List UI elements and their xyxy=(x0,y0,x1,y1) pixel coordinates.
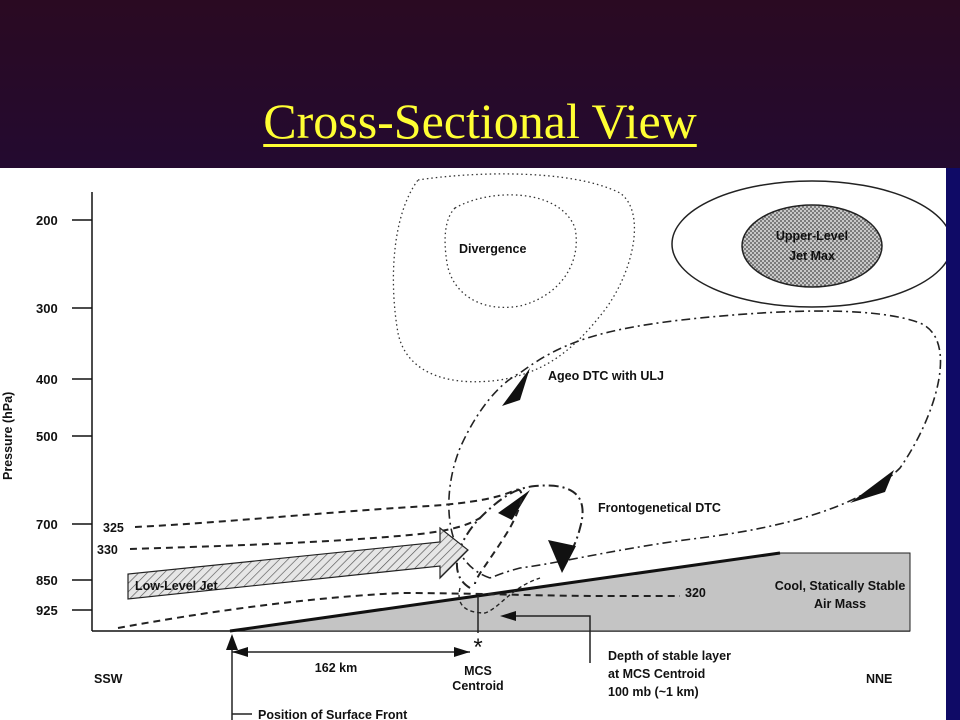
distance-arrow-right xyxy=(454,647,470,657)
divergence-label: Divergence xyxy=(459,242,526,256)
depth-arrow xyxy=(500,611,516,621)
depth-label-1: Depth of stable layer xyxy=(608,649,731,663)
ageo-arrow-up xyxy=(502,368,530,406)
cross-section-figure: 200 300 400 500 700 850 925 Pressure (hP… xyxy=(0,168,946,720)
upper-jet-label-2: Jet Max xyxy=(789,249,835,263)
distance-label: 162 km xyxy=(315,661,357,675)
fronto-arrow-up xyxy=(498,490,530,520)
cool-air-label-1: Cool, Statically Stable xyxy=(775,579,906,593)
isentrope-330 xyxy=(129,517,481,550)
cool-air-label-2: Air Mass xyxy=(814,597,866,611)
mcs-label-1: MCS xyxy=(464,664,492,678)
tick-500: 500 xyxy=(36,429,58,444)
slide-title: Cross-Sectional View xyxy=(263,93,697,149)
y-axis-label: Pressure (hPa) xyxy=(1,392,15,480)
frontal-surface xyxy=(229,551,781,633)
ageo-arrow-down xyxy=(850,470,894,503)
tick-300: 300 xyxy=(36,301,58,316)
fronto-arrow-down xyxy=(548,540,576,573)
isentrope-325 xyxy=(134,488,523,585)
nne-label: NNE xyxy=(866,672,892,686)
isentrope-325-label: 325 xyxy=(103,521,124,535)
isentrope-330-label: 330 xyxy=(97,543,118,557)
frontogenetical-dtc-loop xyxy=(455,484,584,589)
depth-pointer xyxy=(510,615,591,663)
ssw-label: SSW xyxy=(94,672,123,686)
low-level-jet-arrow xyxy=(127,526,469,600)
centroid-asterisk-icon: * xyxy=(473,634,482,661)
isentrope-320-label: 320 xyxy=(685,586,706,600)
depth-label-3: 100 mb (~1 km) xyxy=(608,685,699,699)
frontogenetical-dtc-label: Frontogenetical DTC xyxy=(598,501,721,515)
upper-jet-label-1: Upper-Level xyxy=(776,229,848,243)
upper-jet-max xyxy=(741,204,883,288)
tick-200: 200 xyxy=(36,213,58,228)
divergence-outer-contour xyxy=(392,173,636,383)
tick-700: 700 xyxy=(36,517,58,532)
tick-400: 400 xyxy=(36,372,58,387)
isentrope-320 xyxy=(117,591,680,629)
tick-850: 850 xyxy=(36,573,58,588)
surface-front-label: Position of Surface Front xyxy=(258,708,408,720)
distance-arrow-left xyxy=(232,647,248,657)
ageo-dtc-loop xyxy=(448,310,942,579)
ageo-dtc-label: Ageo DTC with ULJ xyxy=(548,369,664,383)
low-level-jet-label: Low-Level Jet xyxy=(135,579,218,593)
slide-edge xyxy=(946,168,960,720)
depth-label-2: at MCS Centroid xyxy=(608,667,705,681)
mcs-label-2: Centroid xyxy=(452,679,503,693)
tick-925: 925 xyxy=(36,603,58,618)
stable-layer-curve xyxy=(458,577,541,614)
surface-front-arrow xyxy=(226,634,238,650)
